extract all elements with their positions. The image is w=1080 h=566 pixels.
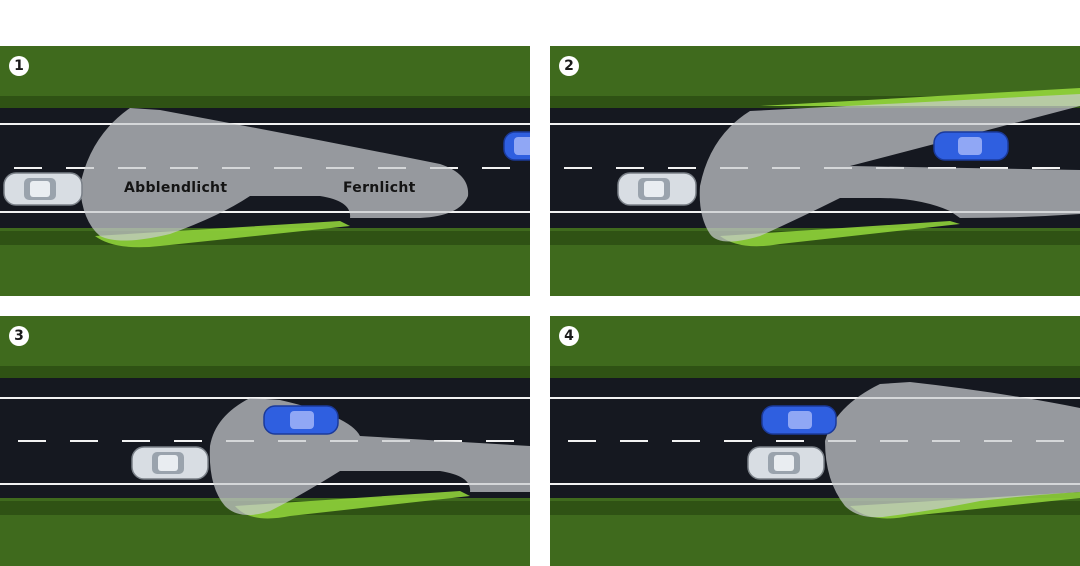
scene-4 bbox=[550, 316, 1080, 566]
own-car-icon bbox=[617, 172, 697, 206]
oncoming-car-icon bbox=[933, 131, 1009, 161]
panel-4: 4 bbox=[550, 316, 1080, 566]
panel-3: 3 bbox=[0, 316, 530, 566]
step-badge-3: 3 bbox=[9, 326, 29, 346]
panel-2: 2 bbox=[550, 46, 1080, 296]
step-badge-4: 4 bbox=[559, 326, 579, 346]
beam-pattern bbox=[699, 94, 1080, 242]
scene-1 bbox=[0, 46, 530, 296]
scene-3 bbox=[0, 316, 530, 566]
scene-2 bbox=[550, 46, 1080, 296]
step-badge-2: 2 bbox=[559, 56, 579, 76]
beam-pattern bbox=[80, 108, 469, 241]
oncoming-car-icon bbox=[263, 405, 339, 435]
high-beam-label: Fernlicht bbox=[343, 180, 416, 196]
own-car-icon bbox=[131, 446, 209, 480]
oncoming-car-icon bbox=[503, 131, 530, 161]
low-beam-label: Abblendlicht bbox=[124, 180, 228, 196]
panel-1: 1 Abblendlicht Fernlicht bbox=[0, 46, 530, 296]
own-car-icon bbox=[3, 172, 83, 206]
oncoming-car-icon bbox=[761, 405, 837, 435]
beam-pattern bbox=[825, 382, 1080, 518]
step-badge-1: 1 bbox=[9, 56, 29, 76]
own-car-icon bbox=[747, 446, 825, 480]
